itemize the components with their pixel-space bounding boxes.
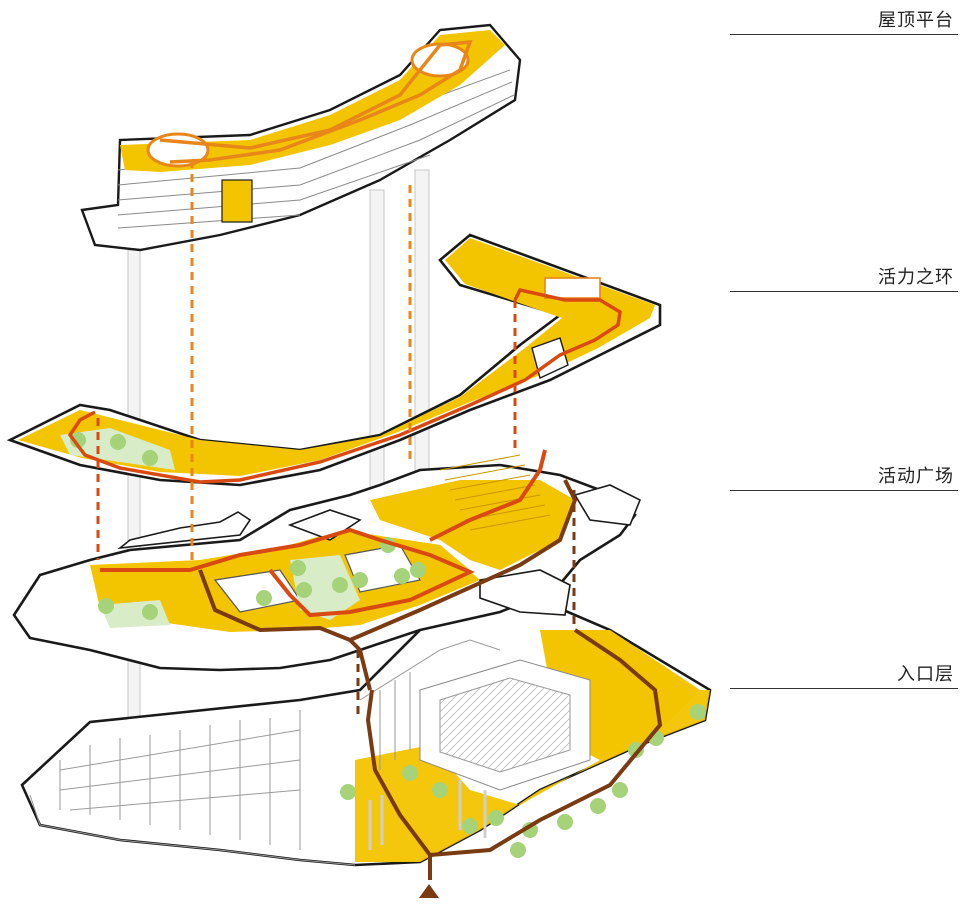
vertical-connectors [96,160,576,720]
entrance-arrow-icon [419,884,439,898]
label-entry-level: 入口层 [897,664,954,685]
label-roof-platform: 屋顶平台 [878,10,954,31]
roof-level-building [80,23,522,252]
ring-level-slab [6,233,662,487]
plaza-level-slab [12,449,642,691]
entry-rule [730,688,958,689]
plaza-rule [730,490,958,491]
plaza-trees [98,537,426,620]
roof-rule [730,34,958,35]
entry-level-slab [20,598,712,880]
label-vitality-ring: 活力之环 [878,267,954,288]
ring-rule [730,291,958,292]
label-activity-plaza: 活动广场 [878,466,954,487]
